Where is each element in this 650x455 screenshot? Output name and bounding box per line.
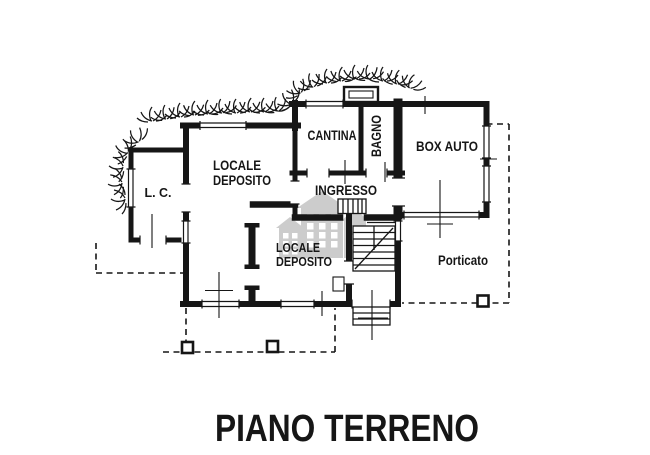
doors: [139, 168, 405, 309]
window: [201, 299, 240, 309]
door-opening: [392, 177, 405, 207]
label-lc: L. C.: [145, 186, 172, 200]
label-porticato: Porticato: [438, 253, 488, 268]
window: [305, 99, 344, 109]
label-ingresso: INGRESSO: [315, 183, 377, 198]
plan-title: PIANO TERRENO: [215, 408, 479, 450]
room-labels: L. C. LOCALE DEPOSITO CANTINA BAGNO BOX …: [145, 115, 489, 269]
door-opening: [290, 180, 300, 205]
pillar: [476, 294, 490, 308]
pillar: [265, 339, 280, 354]
label-deposito-upper-line2: DEPOSITO: [213, 173, 271, 188]
label-deposito-lower-line1: LOCALE: [276, 240, 320, 255]
label-bagno: BAGNO: [369, 115, 384, 157]
porticato-outline: [402, 123, 510, 304]
ingresso-steps: [337, 198, 367, 215]
stairs: [337, 198, 396, 326]
chimney-block: [342, 85, 380, 104]
window: [280, 299, 315, 309]
pillars: [180, 294, 490, 355]
window: [199, 121, 247, 130]
label-deposito-lower-line2: DEPOSITO: [276, 254, 332, 269]
survey-ticks: [151, 96, 497, 340]
door-opening: [332, 260, 354, 292]
window: [126, 168, 136, 208]
left-patio-outline: [95, 243, 183, 274]
main-staircase: [352, 221, 396, 272]
door-opening: [181, 183, 191, 213]
pillar: [180, 340, 195, 355]
label-box-auto: BOX AUTO: [416, 138, 478, 154]
window: [482, 165, 491, 203]
door-opening: [139, 235, 167, 245]
door-opening: [306, 168, 330, 178]
door-opening: [365, 168, 388, 178]
window: [482, 125, 491, 159]
window: [181, 220, 191, 244]
label-cantina: CANTINA: [308, 128, 357, 143]
garage-door: [403, 210, 480, 220]
pier-wall: [244, 223, 260, 304]
label-deposito-upper-line1: LOCALE: [213, 158, 261, 173]
